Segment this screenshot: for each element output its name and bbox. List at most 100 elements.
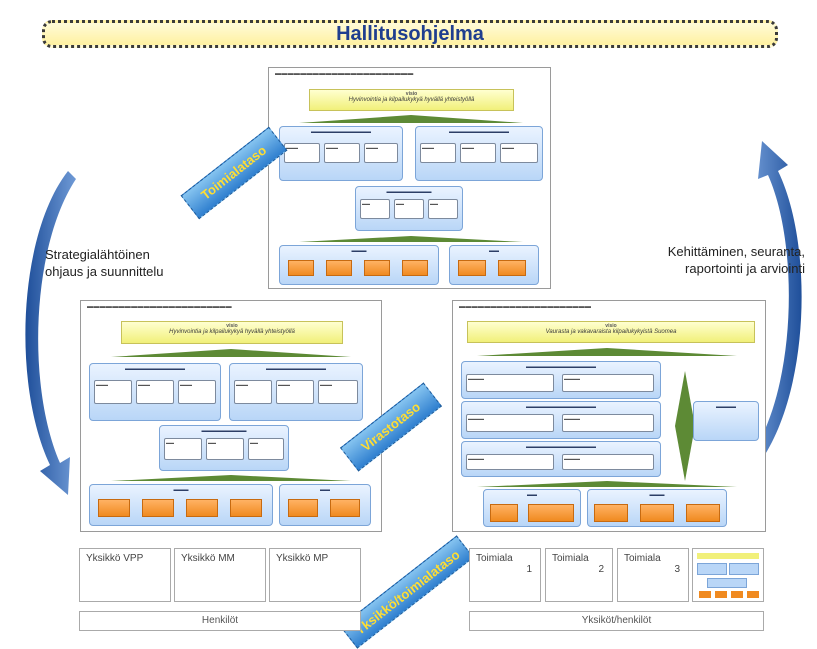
resource-group-2: ▬▬▬ — [587, 489, 727, 527]
unit-box-mp: Yksikkö MP — [269, 548, 361, 602]
divider-leaf — [477, 481, 737, 487]
division-number: 3 — [674, 564, 680, 575]
thumb-resource — [715, 591, 727, 598]
objective-box: ▬▬ — [248, 438, 284, 460]
division-box-3: Toimiala 3 — [617, 548, 689, 602]
vision-text: Vaurasta ja vakavaraista kilpailukykyist… — [545, 329, 677, 335]
resource-box — [326, 260, 352, 276]
ministry-strategy-map-panel: ▬▬▬▬▬▬▬▬▬▬▬▬▬▬▬▬▬▬▬▬▬▬ visio Hyvinvointi… — [268, 67, 551, 289]
goal-group-2: ▬▬▬▬▬▬▬▬▬▬▬▬ ▬▬▬ ▬▬▬ ▬▬▬ — [415, 126, 543, 181]
objective-box: ▬▬▬ — [500, 143, 538, 163]
goal-group-1: ▬▬▬▬▬▬▬▬▬▬▬▬ ▬▬▬ ▬▬▬ ▬▬▬ — [279, 126, 403, 181]
goal-group-1: ▬▬▬▬▬▬▬▬▬▬▬▬▬▬ ▬▬▬▬ ▬▬▬▬ — [461, 361, 661, 399]
division-label: Toimiala — [624, 553, 661, 564]
panel-header-placeholder: ▬▬▬▬▬▬▬▬▬▬▬▬▬▬▬▬▬▬▬▬▬▬ — [275, 71, 414, 77]
left-curved-arrow — [25, 171, 76, 495]
left-caption: Strategialähtöinen ohjaus ja suunnittelu — [45, 246, 205, 280]
resource-box — [640, 504, 674, 522]
panel-header-placeholder: ▬▬▬▬▬▬▬▬▬▬▬▬▬▬▬▬▬▬▬▬▬▬▬ — [87, 304, 232, 310]
divider-leaf — [299, 236, 523, 242]
left-caption-line-1: Strategialähtöinen — [45, 247, 150, 262]
objective-box: ▬▬▬ — [136, 380, 174, 404]
objective-box: ▬▬ — [360, 199, 390, 219]
people-right-text: Yksiköt/henkilöt — [581, 615, 652, 626]
resource-group-2: ▬▬ — [279, 484, 371, 526]
right-curved-arrow — [750, 141, 802, 465]
vision-text: Hyvinvointia ja kilpailukykyä hyvällä yh… — [169, 329, 295, 335]
objective-box: ▬▬▬▬ — [466, 454, 554, 470]
objective-box: ▬▬▬ — [234, 380, 272, 404]
government-program-banner: Hallitusohjelma — [42, 20, 778, 48]
vertical-leaf-bottom — [675, 426, 695, 481]
vision-key: visio — [226, 323, 238, 329]
development-goal-box: ▬▬▬▬ — [693, 401, 759, 441]
resource-box — [402, 260, 428, 276]
level-banner-unit-label: Yksikkö/toimialataso — [352, 546, 463, 638]
objective-box: ▬▬▬ — [420, 143, 456, 163]
divider-leaf — [477, 348, 737, 356]
goal-group-2: ▬▬▬▬▬▬▬▬▬▬▬▬ ▬▬▬ ▬▬▬ ▬▬▬ — [229, 363, 363, 421]
resource-box — [364, 260, 390, 276]
vision-box: visio Vaurasta ja vakavaraista kilpailuk… — [467, 321, 755, 343]
vertical-leaf-top — [675, 371, 695, 426]
objective-box: ▬▬ — [206, 438, 244, 460]
resource-box — [330, 499, 360, 517]
resource-group-2: ▬▬ — [449, 245, 539, 285]
page-title: Hallitusohjelma — [336, 22, 484, 45]
mini-strategy-map-thumbnail — [692, 548, 764, 602]
objective-box: ▬▬▬ — [318, 380, 358, 404]
resource-box — [458, 260, 486, 276]
resource-box — [230, 499, 262, 517]
resource-box — [498, 260, 526, 276]
vision-key: visio — [405, 91, 418, 97]
objective-box: ▬▬▬▬ — [562, 374, 654, 392]
divider-leaf — [299, 115, 523, 123]
panel-header-placeholder: ▬▬▬▬▬▬▬▬▬▬▬▬▬▬▬▬▬▬▬▬▬ — [459, 304, 592, 310]
vision-box: visio Hyvinvointia ja kilpailukykyä hyvä… — [309, 89, 514, 111]
resource-box — [594, 504, 628, 522]
resource-box — [528, 504, 574, 522]
people-label-left: Henkilöt — [79, 611, 361, 631]
people-left-text: Henkilöt — [201, 615, 239, 626]
right-caption: Kehittäminen, seuranta, raportointi ja a… — [620, 243, 805, 277]
unit-label: Yksikkö MP — [276, 553, 329, 564]
resource-box — [288, 499, 318, 517]
unit-label: Yksikkö MM — [181, 553, 235, 564]
resource-group-1: ▬▬ — [483, 489, 581, 527]
goal-group-3: ▬▬▬▬▬▬▬▬▬ ▬▬ ▬▬ ▬▬ — [159, 425, 289, 471]
objective-box: ▬▬▬ — [460, 143, 496, 163]
resource-box — [490, 504, 518, 522]
division-box-2: Toimiala 2 — [545, 548, 613, 602]
vision-text: Hyvinvointia ja kilpailukykyä hyvällä yh… — [348, 97, 475, 103]
objective-box: ▬▬▬ — [178, 380, 216, 404]
division-number: 1 — [526, 564, 532, 575]
divider-leaf — [111, 475, 351, 481]
level-banner-ministry-label: Toimialataso — [198, 142, 270, 203]
right-caption-line-1: Kehittäminen, seuranta, — [667, 244, 805, 259]
goal-group-3: ▬▬▬▬▬▬▬▬▬▬▬▬▬▬ ▬▬▬▬ ▬▬▬▬ — [461, 441, 661, 477]
goal-group-1: ▬▬▬▬▬▬▬▬▬▬▬▬ ▬▬▬ ▬▬▬ ▬▬▬ — [89, 363, 221, 421]
objective-box: ▬▬ — [428, 199, 458, 219]
objective-box: ▬▬▬ — [276, 380, 314, 404]
resource-group-1: ▬▬▬ — [89, 484, 273, 526]
objective-box: ▬▬▬ — [324, 143, 360, 163]
objective-box: ▬▬ — [394, 199, 424, 219]
objective-box: ▬▬▬▬ — [466, 374, 554, 392]
right-caption-line-2: raportointi ja arviointi — [685, 261, 805, 276]
division-label: Toimiala — [552, 553, 589, 564]
thumb-resource — [731, 591, 743, 598]
divider-leaf — [111, 349, 351, 357]
resource-box — [186, 499, 218, 517]
objective-box: ▬▬▬▬ — [562, 454, 654, 470]
division-number: 2 — [598, 564, 604, 575]
resource-box — [98, 499, 130, 517]
agency-strategy-map-panel-left: ▬▬▬▬▬▬▬▬▬▬▬▬▬▬▬▬▬▬▬▬▬▬▬ visio Hyvinvoint… — [80, 300, 382, 532]
resource-group-1: ▬▬▬ — [279, 245, 439, 285]
thumb-goal — [697, 563, 727, 575]
objective-box: ▬▬▬ — [364, 143, 398, 163]
division-label: Toimiala — [476, 553, 513, 564]
division-box-1: Toimiala 1 — [469, 548, 541, 602]
objective-box: ▬▬▬▬ — [466, 414, 554, 432]
thumb-vision — [697, 553, 759, 559]
unit-label: Yksikkö VPP — [86, 553, 144, 564]
